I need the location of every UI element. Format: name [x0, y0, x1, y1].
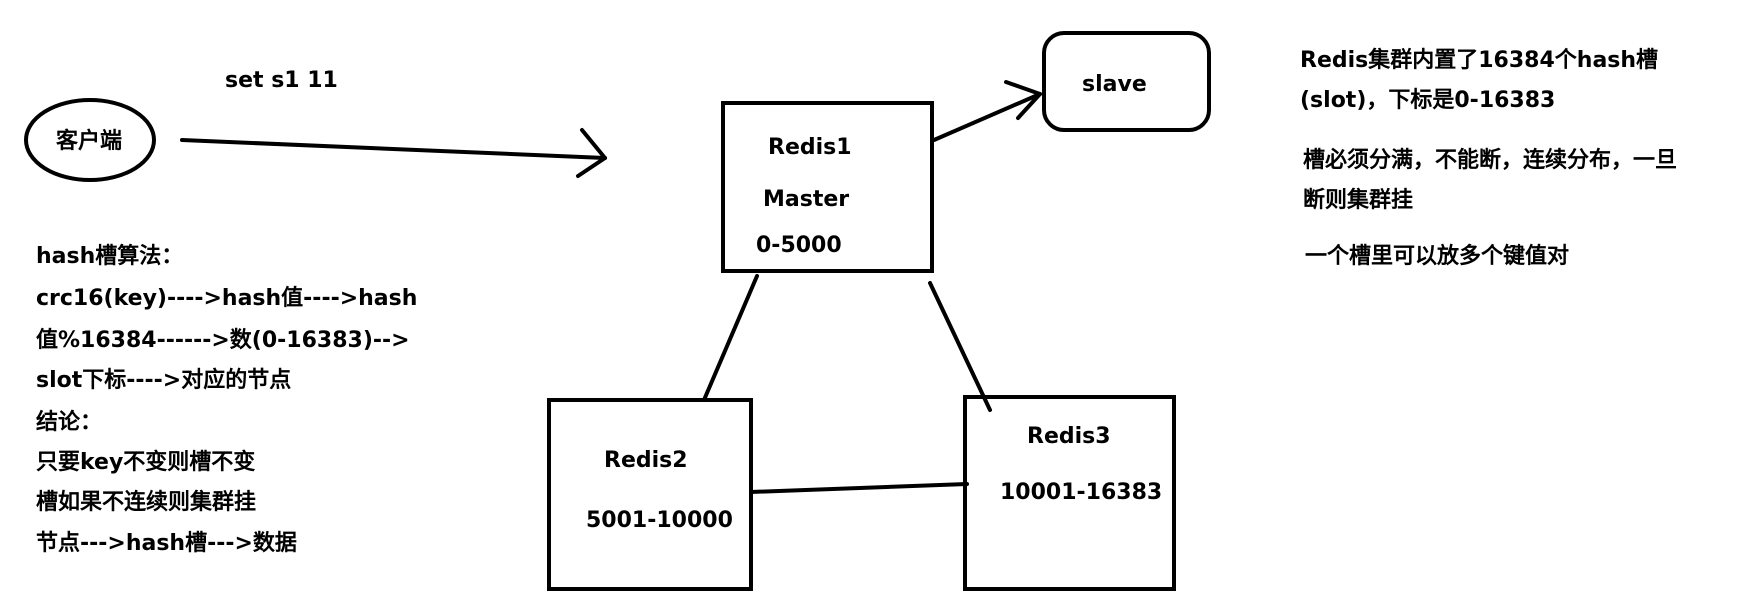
algorithm-line: hash槽算法：: [36, 244, 184, 269]
master-node3-link: [928, 281, 992, 412]
node2-node3-link: [749, 482, 969, 494]
slave-box: [1042, 31, 1211, 132]
algorithm-line: slot下标---->对应的节点: [36, 368, 292, 393]
cluster-note-line: 断则集群挂: [1303, 188, 1414, 213]
node2-name: Redis2: [604, 448, 688, 473]
cluster-note-line: 槽必须分满，不能断，连续分布，一旦: [1303, 148, 1678, 173]
client-ellipse: [24, 98, 156, 182]
master-range: 0-5000: [756, 233, 842, 258]
slave-label: slave: [1082, 72, 1147, 97]
cluster-note-line: 一个槽里可以放多个键值对: [1305, 244, 1570, 269]
node2-box: [547, 398, 753, 591]
cluster-note-line: Redis集群内置了16384个hash槽: [1300, 48, 1659, 73]
algorithm-line: 只要key不变则槽不变: [36, 450, 256, 475]
replication-arrow: [932, 80, 1042, 142]
node3-box: [963, 395, 1176, 591]
master-box: [721, 101, 934, 273]
client-label: 客户端: [56, 129, 123, 154]
node3-name: Redis3: [1027, 424, 1111, 449]
algorithm-line: 节点--->hash槽--->数据: [36, 531, 297, 556]
algorithm-line: 槽如果不连续则集群挂: [36, 490, 257, 515]
node3-range: 10001-16383: [1000, 480, 1163, 505]
master-name: Redis1: [768, 135, 852, 160]
algorithm-line: crc16(key)---->hash值---->hash: [36, 286, 418, 311]
request-arrow: [180, 128, 607, 178]
master-node2-link: [702, 274, 759, 402]
cluster-note-line: (slot)，下标是0-16383: [1300, 88, 1556, 113]
master-role: Master: [763, 187, 850, 212]
command-text: set s1 11: [225, 68, 338, 93]
algorithm-line: 结论：: [36, 410, 103, 435]
node2-range: 5001-10000: [586, 508, 733, 533]
algorithm-line: 值%16384------>数(0-16383)-->: [36, 328, 410, 353]
